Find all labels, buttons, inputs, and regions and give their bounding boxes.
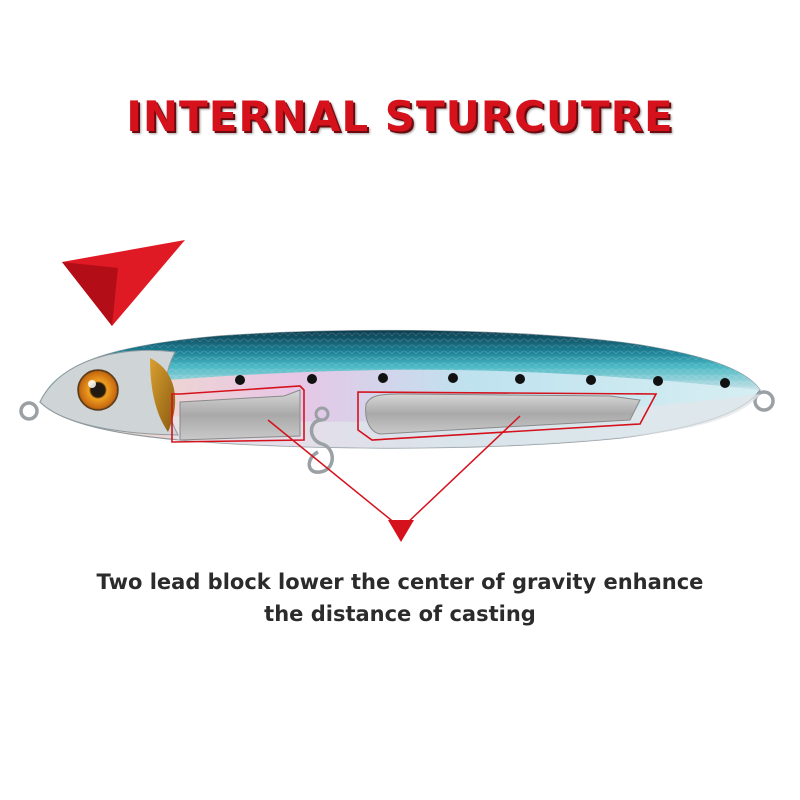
lure-head: [39, 349, 179, 436]
caption: Two lead block lower the center of gravi…: [0, 566, 800, 630]
pointer-lines: [267, 415, 521, 525]
arrow-down-icon: [388, 520, 414, 542]
rear-tie-ring: [753, 390, 775, 412]
pointer-triangle-icon: [62, 240, 185, 326]
front-tie-ring: [19, 401, 39, 421]
lead-block-rear: [365, 393, 641, 435]
eye-icon: [77, 369, 119, 411]
lead-outline: [171, 385, 658, 443]
caption-line-2: the distance of casting: [264, 602, 536, 626]
page-title: INTERNAL STURCUTRE: [126, 92, 674, 141]
lateral-dots: [235, 373, 730, 388]
belly-snap-ring: [307, 406, 334, 474]
caption-line-1: Two lead block lower the center of gravi…: [96, 570, 704, 594]
lead-block-front: [179, 389, 301, 441]
